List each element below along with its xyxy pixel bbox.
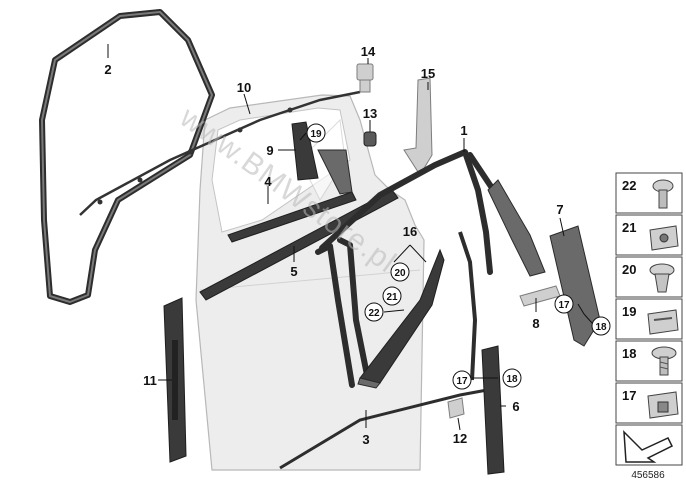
svg-text:22: 22 [368, 308, 380, 319]
callout-11: 11 [143, 373, 157, 388]
snap-clip-icon [647, 391, 679, 419]
svg-text:17: 17 [558, 300, 570, 311]
bracket-8 [519, 285, 561, 307]
callout-6: 6 [512, 399, 519, 414]
pillar-trim-11 [163, 297, 187, 463]
callout-4: 4 [264, 174, 272, 189]
callout-3: 3 [362, 432, 369, 447]
svg-text:22: 22 [622, 178, 636, 193]
triangle-cover-9 [291, 121, 319, 181]
pillar-panel-7 [549, 225, 601, 347]
arch-trim-22 [357, 248, 445, 389]
svg-text:17: 17 [622, 388, 636, 403]
circled-callout-21: 21 [382, 286, 402, 306]
callout-14: 14 [361, 44, 376, 59]
circled-callout-20: 20 [390, 262, 410, 282]
circled-callout-18-lower: 18 [502, 368, 522, 388]
legend-arrow-cell [615, 424, 683, 466]
circled-callout-17-pillar: 17 [554, 294, 574, 314]
svg-text:20: 20 [394, 268, 406, 279]
callout-12: 12 [453, 431, 467, 446]
legend-item-20: 20 [615, 256, 683, 298]
svg-text:18: 18 [506, 374, 518, 385]
legend-item-21: 21 [615, 214, 683, 256]
fastener-legend: 22 21 20 19 [615, 172, 683, 466]
guide-strip-10 [79, 90, 361, 216]
callout-2: 2 [104, 62, 111, 77]
svg-text:21: 21 [386, 292, 398, 303]
frame-seal-16 [315, 237, 371, 388]
callout-16: 16 [403, 224, 417, 239]
circled-callout-19: 19 [306, 123, 326, 143]
svg-text:18: 18 [622, 346, 636, 361]
callout-7: 7 [556, 202, 563, 217]
svg-text:19: 19 [622, 304, 636, 319]
flange-screw-icon [651, 346, 677, 376]
legend-item-22: 22 [615, 172, 683, 214]
spring-clip-icon [647, 309, 679, 335]
svg-text:17: 17 [456, 376, 468, 387]
push-rivet-icon [652, 179, 674, 209]
legend-item-19: 19 [615, 298, 683, 340]
window-channel-4 [227, 149, 357, 243]
belt-strip-5 [199, 189, 399, 301]
pillar-trim-6 [481, 345, 505, 475]
grommet-13 [363, 131, 377, 147]
bracket-15 [403, 77, 433, 176]
figure-number: 456586 [631, 470, 665, 481]
callout-5: 5 [290, 264, 297, 279]
callout-9: 9 [266, 143, 273, 158]
callout-8: 8 [532, 316, 539, 331]
callout-15: 15 [421, 66, 435, 81]
svg-text:20: 20 [622, 262, 636, 277]
clip-bracket-14 [356, 63, 374, 93]
expanding-rivet-icon [649, 263, 675, 293]
circled-callout-17-lower: 17 [452, 370, 472, 390]
svg-text:18: 18 [595, 322, 607, 333]
callout-13: 13 [363, 106, 377, 121]
circled-callout-22: 22 [364, 302, 384, 322]
svg-text:19: 19 [310, 129, 322, 140]
clip-nut-icon [649, 225, 679, 251]
callout-10: 10 [237, 80, 251, 95]
legend-item-18: 18 [615, 340, 683, 382]
direction-arrow-icon [623, 430, 674, 463]
circled-callout-18-pillar: 18 [591, 316, 611, 336]
legend-item-17: 17 [615, 382, 683, 424]
window-frame-1 [319, 149, 546, 277]
cover-piece-12 [447, 397, 465, 419]
door-seal-2 [39, 9, 215, 305]
svg-text:21: 21 [622, 220, 636, 235]
callout-1: 1 [460, 123, 467, 138]
leader-lines [107, 44, 593, 431]
sill-strip-3 [279, 231, 499, 470]
